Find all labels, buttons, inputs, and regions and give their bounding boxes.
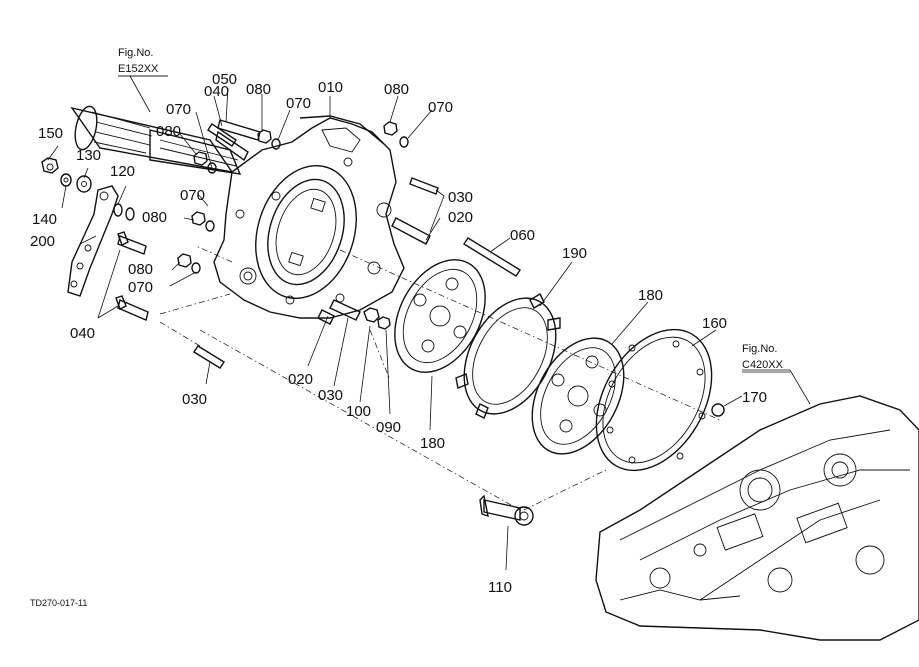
o-ring-170 xyxy=(711,403,725,417)
callout-030-left: 030 xyxy=(182,391,207,408)
callout-100: 100 xyxy=(346,403,371,420)
callout-070-top-left: 070 xyxy=(166,101,191,118)
callout-180-left: 180 xyxy=(420,435,445,452)
housing-010 xyxy=(213,115,405,319)
callout-070-lower: 070 xyxy=(128,279,153,296)
callout-170: 170 xyxy=(742,389,767,406)
callout-020-right: 020 xyxy=(448,209,473,226)
callout-080-lower: 080 xyxy=(128,261,153,278)
friction-plate-180-b xyxy=(531,337,625,455)
gasket-160 xyxy=(595,328,713,472)
callout-020-bottom: 020 xyxy=(288,371,313,388)
bolt-040-upper xyxy=(117,231,147,255)
callout-080-top-right: 080 xyxy=(384,81,409,98)
friction-plate-180-a xyxy=(394,259,486,373)
washer-130 xyxy=(76,175,92,193)
bolt-040-top xyxy=(207,123,249,162)
ref-e152-title: Fig.No. xyxy=(118,47,153,59)
bolt-040-lower xyxy=(115,295,149,321)
bolt-050 xyxy=(217,119,261,141)
callout-labels: Fig.No. E152XX Fig.No. C420XX 010 020 02… xyxy=(30,47,784,608)
callout-080-top: 080 xyxy=(246,81,271,98)
callout-120: 120 xyxy=(110,163,135,180)
callout-110: 110 xyxy=(488,579,512,596)
callout-080-mid: 080 xyxy=(142,209,167,226)
drawing-code: TD270-017-11 xyxy=(30,598,87,608)
callout-040-top: 040 xyxy=(204,83,229,100)
ref-c420-number: C420XX xyxy=(742,359,784,371)
callout-130: 130 xyxy=(76,147,101,164)
callout-200: 200 xyxy=(30,233,55,250)
callout-070-top-right: 070 xyxy=(428,99,453,116)
transmission-case xyxy=(595,395,919,641)
callout-140: 140 xyxy=(32,211,57,228)
nut-150 xyxy=(41,157,59,174)
callout-030-right: 030 xyxy=(448,189,473,206)
ref-c420-title: Fig.No. xyxy=(742,343,777,355)
bolt-110 xyxy=(479,494,534,526)
studs-and-pins xyxy=(193,177,521,369)
ref-e152-number: E152XX xyxy=(118,63,159,75)
steel-plate-190 xyxy=(455,293,561,419)
callout-080-top-left: 080 xyxy=(156,123,181,140)
leader-lines xyxy=(47,75,811,571)
assembly-lines xyxy=(159,245,721,511)
callout-070-top: 070 xyxy=(286,95,311,112)
callout-060: 060 xyxy=(510,227,535,244)
callout-030-bottom: 030 xyxy=(318,387,343,404)
callout-180-right: 180 xyxy=(638,287,663,304)
washer-140 xyxy=(60,173,72,187)
callout-190: 190 xyxy=(562,245,587,262)
o-rings-120 xyxy=(113,203,135,221)
callout-050: 050 xyxy=(212,71,237,88)
callout-160: 160 xyxy=(702,315,727,332)
callout-010: 010 xyxy=(318,79,343,96)
nuts-080-070 xyxy=(177,121,409,274)
callout-090: 090 xyxy=(376,419,401,436)
callout-040-left: 040 xyxy=(70,325,95,342)
lever-200 xyxy=(67,185,119,297)
callout-150: 150 xyxy=(38,125,63,142)
callout-070-mid: 070 xyxy=(180,187,205,204)
